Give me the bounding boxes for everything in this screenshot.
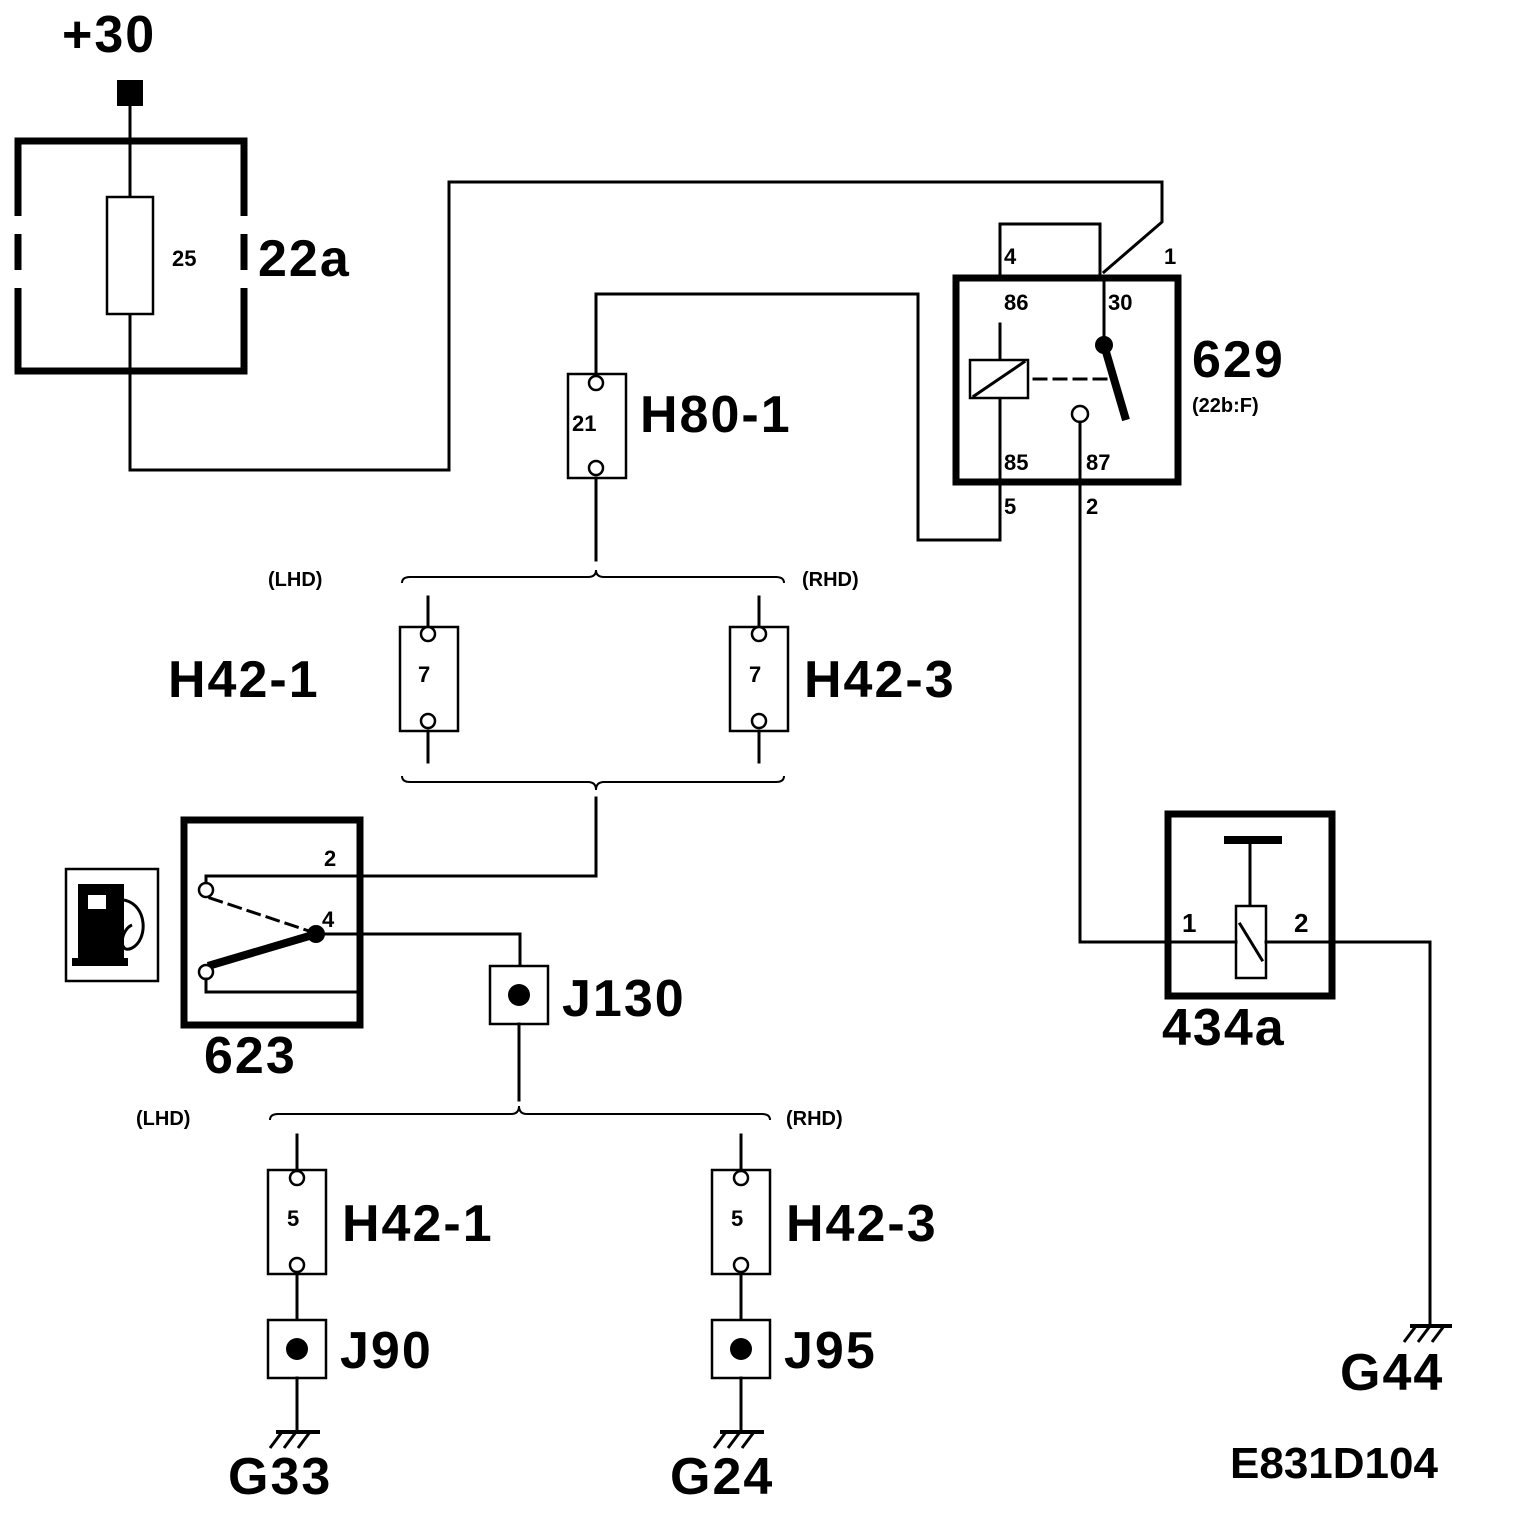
supply-terminal-icon: [117, 80, 143, 106]
connector-h42-3-bottom-pin: 5: [731, 1206, 743, 1231]
ground-g44-name: G44: [1340, 1344, 1444, 1402]
relay-pin-1: 1: [1164, 244, 1176, 269]
fuse-element-icon: [105, 195, 155, 316]
relay-terminal-86: 86: [1004, 290, 1028, 315]
relay-pin-4: 4: [1004, 244, 1017, 269]
fuse-name: 22a: [258, 230, 351, 288]
switch-contact-icon: [206, 930, 318, 970]
switch-actuator-dashed: [208, 896, 314, 934]
connector-h42-1-bottom-pin: 5: [287, 1206, 299, 1231]
wire-relay-4-loop: [998, 222, 1102, 280]
relay-name: 629: [1192, 331, 1285, 389]
relay-629-box: [952, 274, 1182, 486]
wire-relay-87-to-pump: [1078, 480, 1170, 944]
ground-g24-icon: [712, 1430, 764, 1449]
variant-brace-upper: [401, 569, 785, 584]
pump-pin-1: 1: [1182, 908, 1196, 938]
ground-g33-icon: [268, 1430, 320, 1449]
pump-434a-box: [1164, 810, 1336, 1000]
switch-name: 623: [204, 1027, 297, 1085]
wire-relay-85-to-h80: [594, 292, 1002, 542]
relay-terminal-87: 87: [1086, 450, 1110, 475]
fuse-rating: 25: [172, 246, 196, 271]
ground-g44-icon: [1402, 1324, 1452, 1343]
variant-rhd-upper: (RHD): [802, 569, 859, 591]
connector-h42-1-bottom-name: H42-1: [342, 1195, 494, 1253]
splice-j130-name: J130: [562, 970, 686, 1028]
switch-pin-2: 2: [324, 846, 336, 871]
connector-h80-1-pin: 21: [572, 411, 596, 436]
pump-name: 434a: [1162, 999, 1286, 1057]
fuel-nozzle-icon: [72, 884, 145, 966]
connector-h42-1-top-name: H42-1: [168, 651, 320, 709]
splice-j90-name: J90: [340, 1322, 433, 1380]
relay-pin-5: 5: [1004, 494, 1016, 519]
variant-brace-merge: [401, 775, 785, 791]
variant-lhd-lower: (LHD): [136, 1108, 190, 1130]
connector-h42-3-top-name: H42-3: [804, 651, 956, 709]
variant-lhd-upper: (LHD): [268, 569, 322, 591]
wire-switch-4-to-j130: [314, 932, 522, 968]
relay-terminal-30: 30: [1108, 290, 1132, 315]
connector-h80-1-name: H80-1: [640, 386, 792, 444]
connector-h42-1-top-pin: 7: [418, 662, 430, 687]
diagram-code: E831D104: [1230, 1439, 1438, 1488]
wire-pump-to-g44: [1330, 940, 1432, 1328]
relay-contact-icon: [1100, 343, 1130, 422]
relay-pin-2: 2: [1086, 494, 1098, 519]
switch-623-box: [180, 816, 364, 1029]
variant-rhd-lower: (RHD): [786, 1108, 843, 1130]
wire-h42-to-switch-2: [360, 796, 598, 878]
switch-pin-4: 4: [322, 907, 335, 932]
fuse-box-22a: [14, 137, 248, 375]
wire-fuse-to-relay-30: [128, 180, 1164, 472]
connector-h42-3-top-pin: 7: [749, 662, 761, 687]
variant-brace-lower: [269, 1105, 771, 1121]
ground-g33-name: G33: [228, 1448, 332, 1506]
ground-g24-name: G24: [670, 1448, 774, 1506]
relay-terminal-85: 85: [1004, 450, 1028, 475]
connector-h42-3-bottom-name: H42-3: [786, 1195, 938, 1253]
pump-pin-2: 2: [1294, 908, 1308, 938]
relay-ref: (22b:F): [1192, 395, 1259, 417]
supply-label: +30: [62, 6, 156, 64]
splice-j95-name: J95: [784, 1322, 877, 1380]
